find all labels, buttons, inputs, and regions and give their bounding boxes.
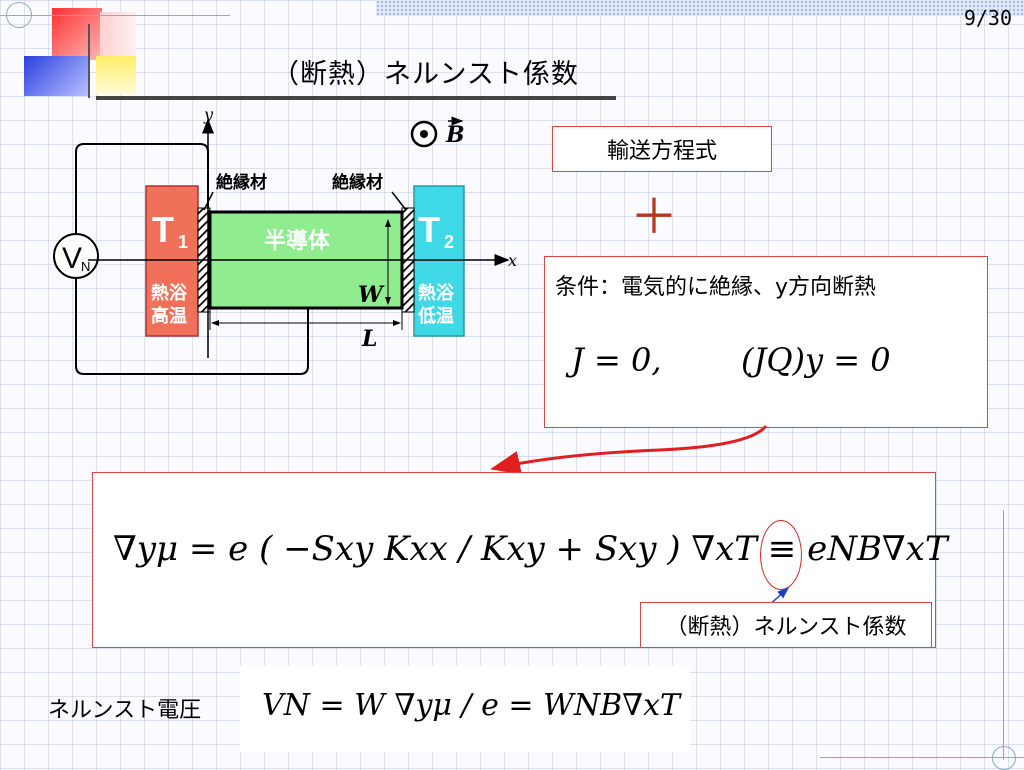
corner-vertical-line [88, 24, 90, 98]
semiconductor-label: 半導体 [264, 228, 331, 254]
hot-bath-line1: 熱浴 [151, 282, 188, 304]
nernst-voltage-label: ネルンスト電圧 [48, 698, 202, 723]
cold-bath-line1: 熱浴 [418, 282, 455, 304]
corner-circle-icon-bottom [992, 746, 1016, 770]
n-highlight-ellipse [760, 520, 802, 590]
page-number: 9/30 [963, 6, 1012, 30]
hot-bath-temp-sub: 1 [178, 232, 188, 252]
plus-sign: ＋ [630, 189, 679, 245]
cold-bath-temp: T [418, 209, 440, 250]
width-label: W [358, 282, 385, 308]
b-field-dot-icon [420, 130, 428, 138]
condition-current-zero: J = 0, [571, 341, 662, 379]
nernst-voltage-equation: VN = W ∇yμ / e = WNB∇xT [262, 688, 681, 723]
voltmeter-circle [53, 233, 99, 279]
corner-circle-icon [6, 2, 32, 28]
device-diagram: V N T 1 熱浴 高温 T 2 熱浴 低温 半導体 y x 絶縁材 絶縁材 … [53, 108, 517, 375]
conditions-box: 条件：電気的に絶縁、y方向断熱 J = 0, (JQ)y = 0 [544, 256, 988, 428]
red-connector-arrow [490, 424, 768, 475]
nernst-coefficient-label: （断熱）ネルンスト係数 [665, 615, 907, 640]
nernst-coefficient-callout: （断熱）ネルンスト係数 [640, 602, 932, 648]
y-axis-label: y [203, 108, 214, 124]
bottom-decor-line [820, 757, 1024, 758]
length-label: L [361, 326, 377, 352]
corner-square-pink [100, 12, 136, 58]
insulator-left-pointer [203, 191, 214, 211]
cold-bath-temp-sub: 2 [444, 232, 454, 252]
transport-equation-box: 輸送方程式 [552, 126, 772, 172]
hot-bath [145, 185, 199, 337]
x-axis-label: x [508, 251, 517, 270]
corner-horizontal-line [0, 15, 230, 16]
transport-equation-label: 輸送方程式 [606, 139, 717, 164]
corner-square-red [52, 8, 102, 60]
main-equation: ∇yμ = e ( −Sxy Kxx / Kxy + Sxy ) ∇xT ≡ e… [113, 529, 948, 569]
conditions-label: 条件：電気的に絶縁、y方向断熱 [555, 275, 877, 300]
condition-heat-current-zero: (JQ)y = 0 [741, 341, 891, 379]
voltmeter-sub: N [81, 259, 90, 274]
insulator-right-label: 絶縁材 [332, 172, 383, 193]
hot-bath-line2: 高温 [151, 305, 187, 327]
insulator-left-label: 絶縁材 [216, 172, 267, 193]
circuit-wire-lower [75, 278, 309, 375]
right-decor-line [1003, 510, 1004, 760]
title-underline [96, 96, 616, 100]
top-dotted-band [376, 0, 1024, 16]
hot-bath-temp: T [152, 209, 174, 250]
cold-bath [413, 185, 465, 337]
cold-bath-line2: 低温 [417, 305, 454, 327]
page-title: （断熱）ネルンスト係数 [272, 59, 579, 90]
nernst-voltage-panel [240, 666, 690, 752]
corner-square-yellow [96, 56, 136, 94]
voltmeter-label: V [62, 242, 82, 275]
corner-square-blue [24, 56, 88, 96]
insulator-right-pointer [391, 191, 407, 211]
b-field-label: B [445, 122, 465, 148]
